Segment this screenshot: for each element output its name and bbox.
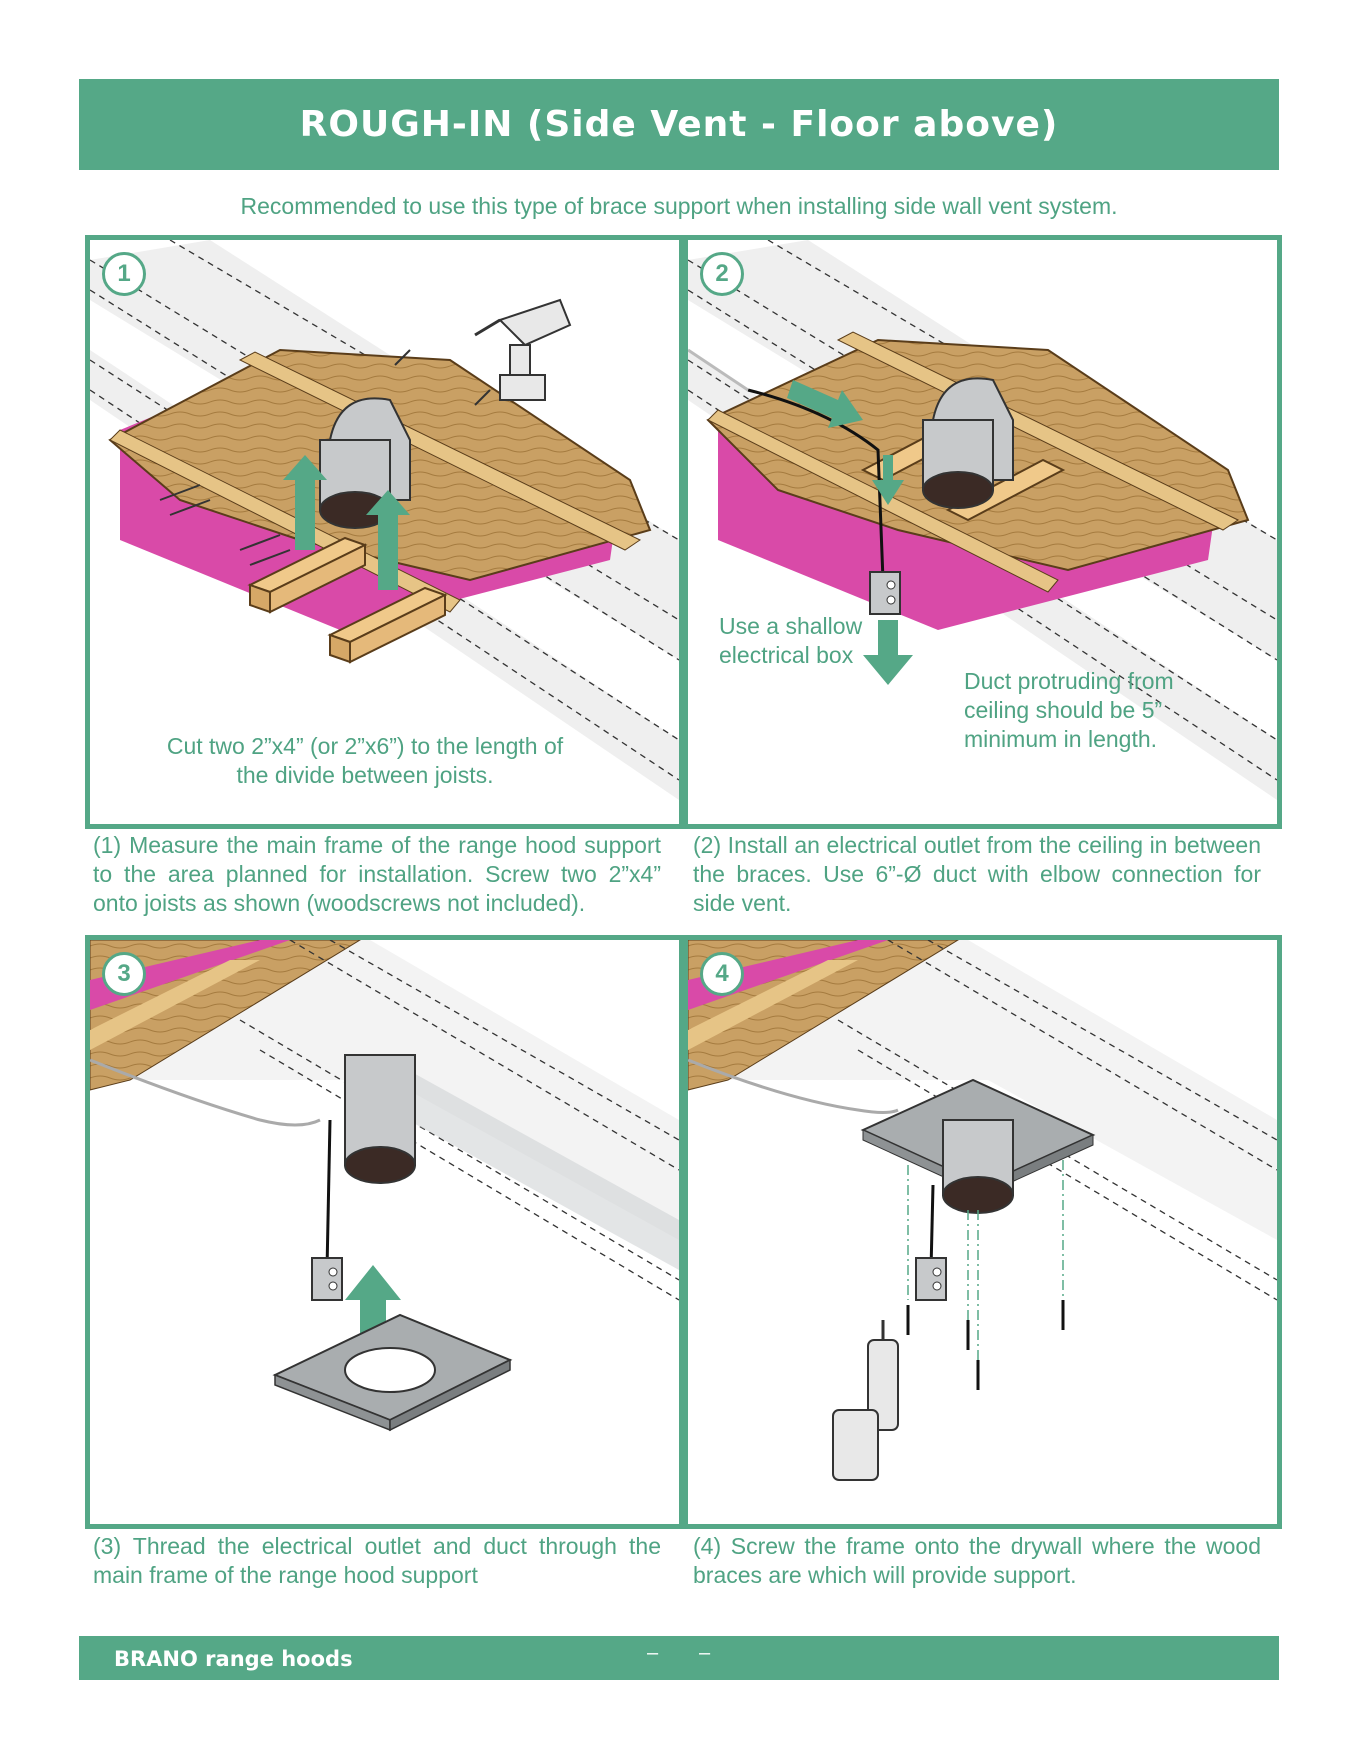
- step-1-caption: (1) Measure the main frame of the range …: [93, 832, 661, 916]
- step-3-illustration: [90, 940, 679, 1432]
- step-1-note: Cut two 2”x4” (or 2”x6”) to the length o…: [166, 733, 564, 788]
- step-1-badge: 1: [102, 252, 146, 296]
- panel-step-2: 2 Use a shallow electrical box Duct prot…: [683, 235, 1282, 829]
- page-mark: –: [699, 1642, 711, 1664]
- step-4-caption: (4) Screw the frame onto the drywall whe…: [693, 1533, 1261, 1588]
- step-1-illustration: [90, 240, 679, 800]
- footer-bar: BRANO range hoods – –: [79, 1636, 1279, 1680]
- step-2-note-electrical-box: Use a shallow electrical box: [719, 613, 863, 668]
- panel-step-4: 4: [683, 935, 1282, 1529]
- page-mark: –: [647, 1642, 659, 1664]
- title-banner: ROUGH-IN (Side Vent - Floor above): [79, 79, 1279, 170]
- step-3-badge: 3: [102, 952, 146, 996]
- step-4-badge: 4: [700, 952, 744, 996]
- step-3-caption: (3) Thread the electrical outlet and duc…: [93, 1533, 661, 1588]
- step-2-note-duct-length: Duct protruding from ceiling should be 5…: [964, 668, 1174, 752]
- panel-step-1: 1 Cut two 2”x4” (or 2”x6”) to the length…: [85, 235, 684, 829]
- subtitle: Recommended to use this type of brace su…: [240, 193, 1118, 219]
- panel-step-3: 3: [85, 935, 684, 1529]
- page-title: ROUGH-IN (Side Vent - Floor above): [299, 104, 1059, 145]
- step-2-badge: 2: [700, 252, 744, 296]
- brand-name: BRANO range hoods: [114, 1647, 353, 1671]
- step-2-illustration: [688, 240, 1277, 800]
- step-2-caption: (2) Install an electrical outlet from th…: [693, 832, 1261, 916]
- step-4-illustration: [688, 940, 1277, 1481]
